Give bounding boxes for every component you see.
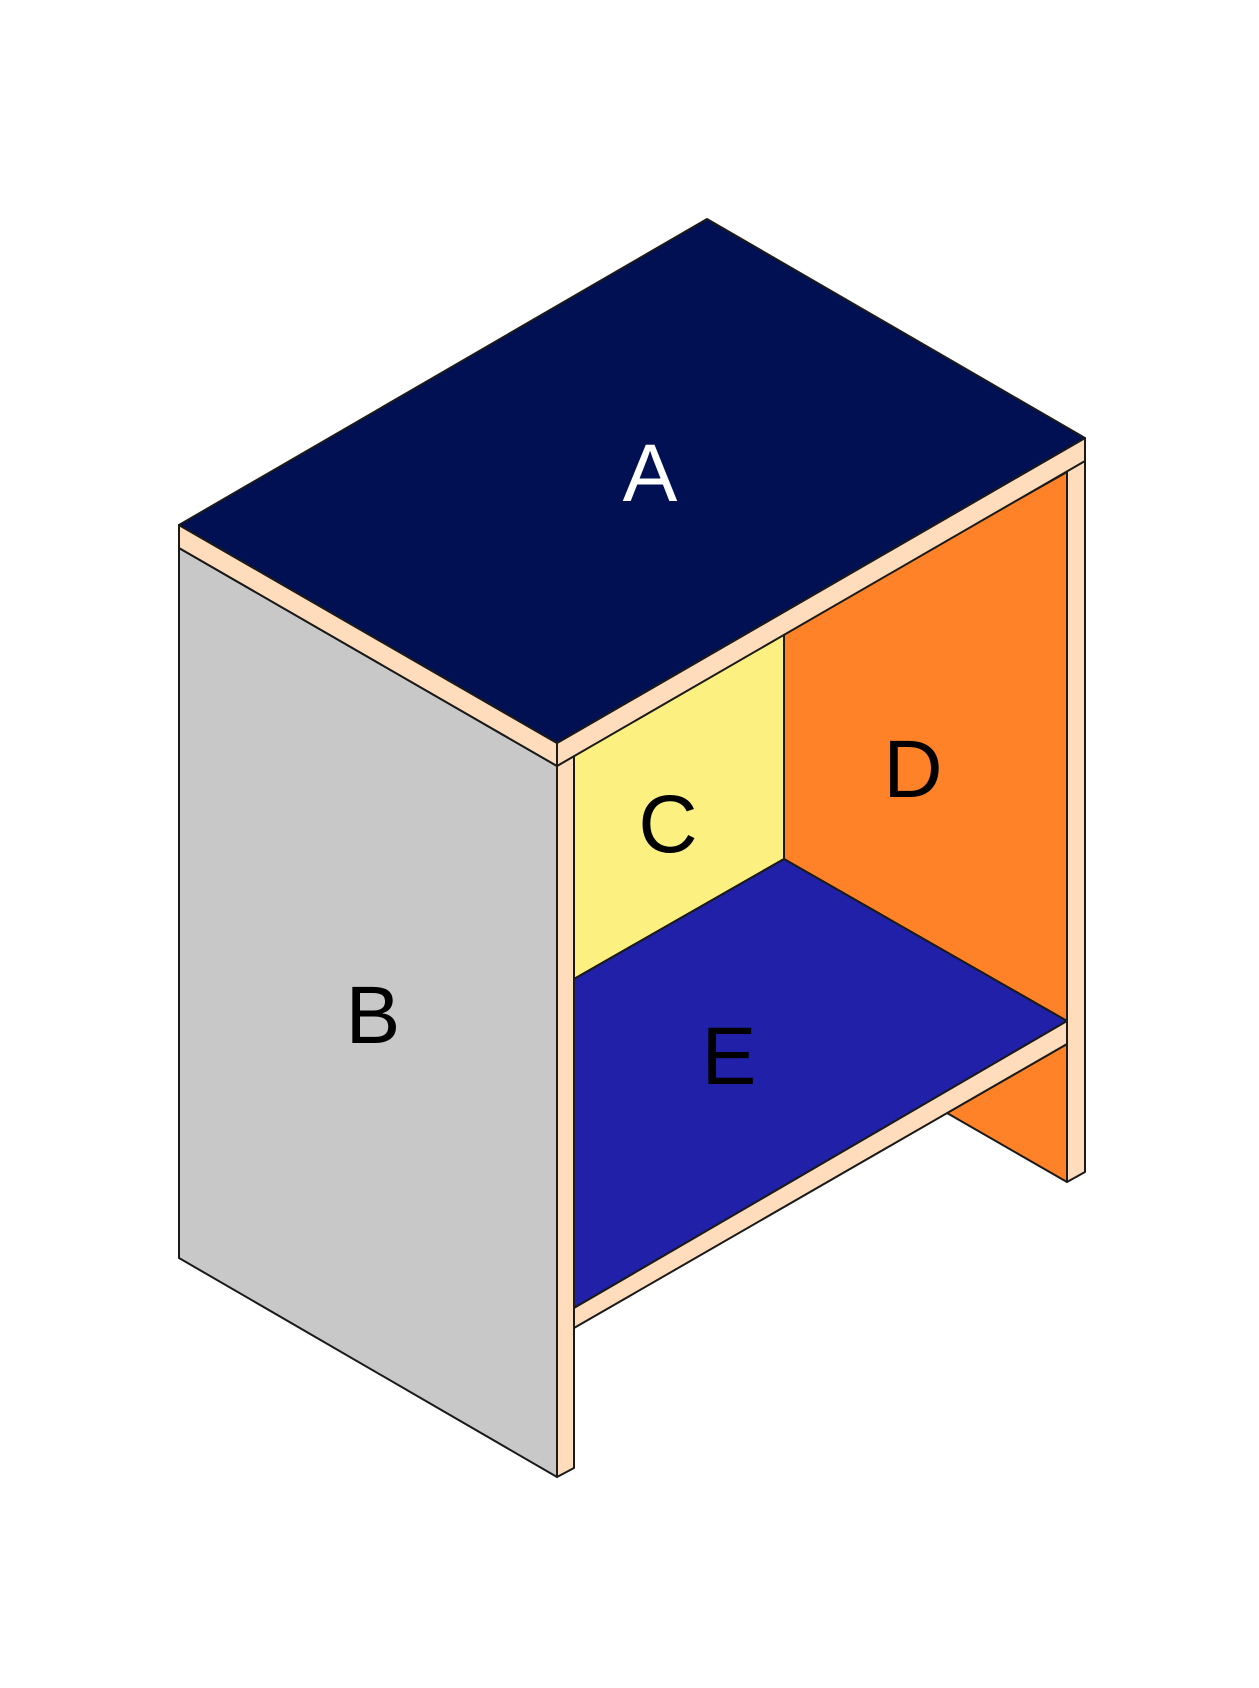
label-c: C bbox=[638, 779, 697, 870]
label-a: A bbox=[623, 428, 678, 519]
right-panel-edge bbox=[1066, 450, 1086, 1183]
panel-a bbox=[178, 218, 1086, 744]
label-b: B bbox=[346, 970, 401, 1061]
label-e: E bbox=[702, 1011, 757, 1102]
left-panel-front-edge bbox=[556, 755, 575, 1478]
label-d: D bbox=[883, 724, 942, 815]
